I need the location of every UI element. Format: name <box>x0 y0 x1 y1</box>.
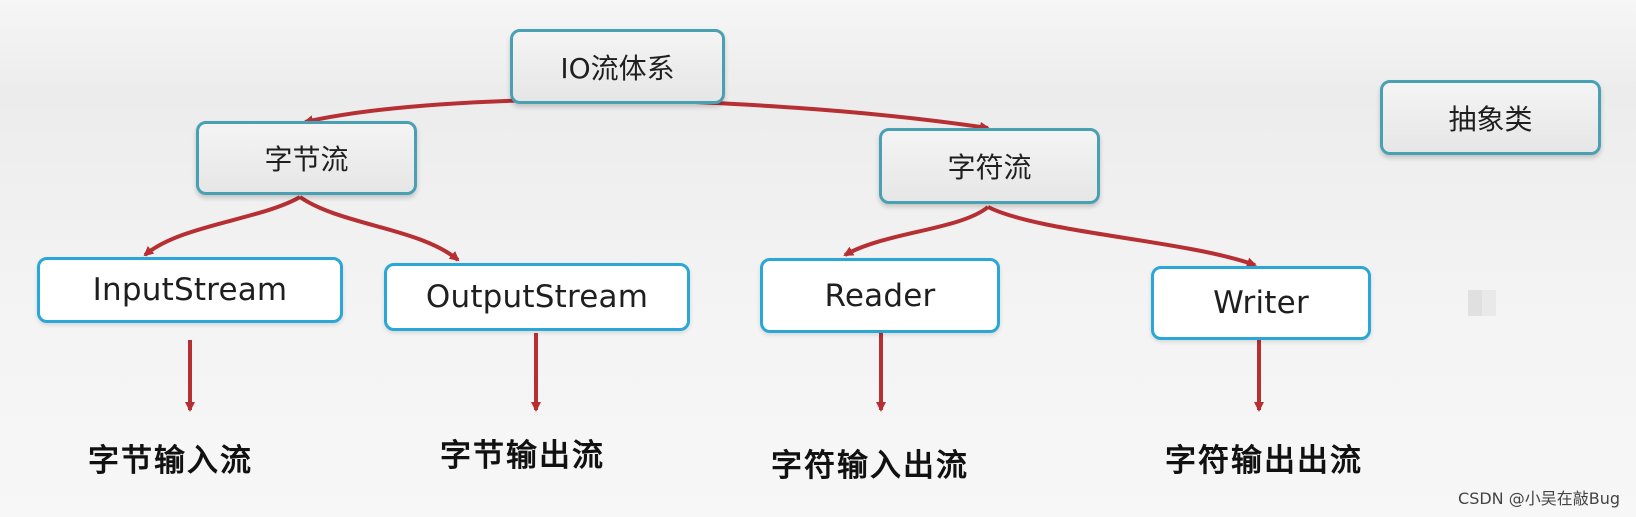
byte-output-description: 字节输出流 <box>440 438 605 474</box>
writer-label: Writer <box>1213 285 1309 321</box>
reader-node: Reader <box>760 258 1000 333</box>
byte-stream-label: 字节流 <box>264 143 349 176</box>
root-node: IO流体系 <box>510 29 725 104</box>
root-node-label: IO流体系 <box>560 51 675 85</box>
byte-input-description: 字节输入流 <box>88 443 253 479</box>
writer-node: Writer <box>1151 266 1371 340</box>
byte-stream-node: 字节流 <box>196 121 417 195</box>
outputstream-label: OutputStream <box>425 279 649 315</box>
inputstream-node: InputStream <box>37 257 343 323</box>
blurred-artifact <box>1468 290 1496 316</box>
arrow-char-to-writer <box>987 205 1257 268</box>
char-stream-label: 字符流 <box>947 151 1032 184</box>
arrow-byte-to-inputstream <box>143 195 301 257</box>
arrow-byte-to-outputstream <box>298 195 460 262</box>
csdn-watermark: CSDN @小吴在敲Bug <box>1458 489 1620 508</box>
arrow-char-to-reader <box>843 205 990 257</box>
char-input-description: 字符输入出流 <box>771 448 969 484</box>
abstract-class-legend: 抽象类 <box>1380 80 1601 155</box>
inputstream-label: InputStream <box>92 272 288 308</box>
abstract-class-label: 抽象类 <box>1448 102 1533 136</box>
char-stream-node: 字符流 <box>879 128 1100 204</box>
reader-label: Reader <box>824 277 936 314</box>
outputstream-node: OutputStream <box>384 263 690 331</box>
char-output-description: 字符输出出流 <box>1165 443 1363 479</box>
